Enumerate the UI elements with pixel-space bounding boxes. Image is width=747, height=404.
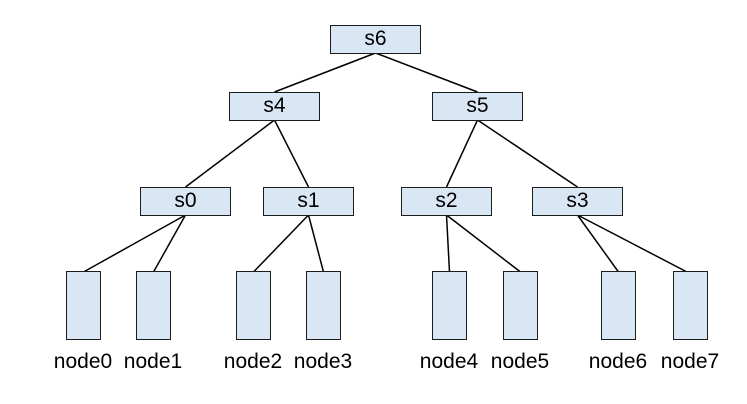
edge-s4-s0 (185, 119, 275, 188)
leaf-box-node7 (673, 271, 708, 340)
edge-s3-node7 (577, 214, 688, 273)
leaf-label-node5: node5 (490, 350, 550, 373)
edge-s2-node4 (445, 214, 451, 273)
edge-s1-node2 (252, 214, 310, 273)
tree-node-s6: s6 (330, 25, 421, 54)
leaf-label-node7: node7 (660, 350, 720, 373)
tree-node-s3: s3 (532, 187, 623, 216)
leaf-box-node2 (236, 271, 271, 340)
leaf-label-node4: node4 (419, 350, 479, 373)
edge-s0-node1 (152, 214, 187, 273)
edge-s5-s2 (445, 119, 479, 188)
edge-s1-node3 (307, 214, 325, 273)
tree-node-s0: s0 (140, 187, 231, 216)
edge-s2-node5 (446, 214, 521, 273)
tree-node-s5: s5 (432, 92, 523, 121)
leaf-box-node6 (601, 271, 636, 340)
leaf-box-node1 (136, 271, 171, 340)
leaf-label-node0: node0 (53, 350, 113, 373)
tree-node-s2: s2 (401, 187, 492, 216)
edge-s4-s1 (273, 119, 310, 188)
leaf-label-node1: node1 (123, 350, 183, 373)
leaf-label-node2: node2 (223, 350, 283, 373)
tree-node-s1: s1 (263, 187, 354, 216)
edge-s6-s5 (375, 52, 478, 93)
edge-s6-s4 (274, 52, 376, 93)
tree-node-s4: s4 (229, 92, 320, 121)
leaf-label-node3: node3 (293, 350, 353, 373)
edge-s5-s3 (477, 119, 578, 188)
leaf-box-node4 (432, 271, 467, 340)
leaf-label-node6: node6 (588, 350, 648, 373)
edge-s3-node6 (576, 214, 620, 273)
leaf-box-node5 (503, 271, 538, 340)
edge-s0-node0 (83, 214, 186, 273)
leaf-box-node0 (66, 271, 101, 340)
leaf-box-node3 (306, 271, 341, 340)
